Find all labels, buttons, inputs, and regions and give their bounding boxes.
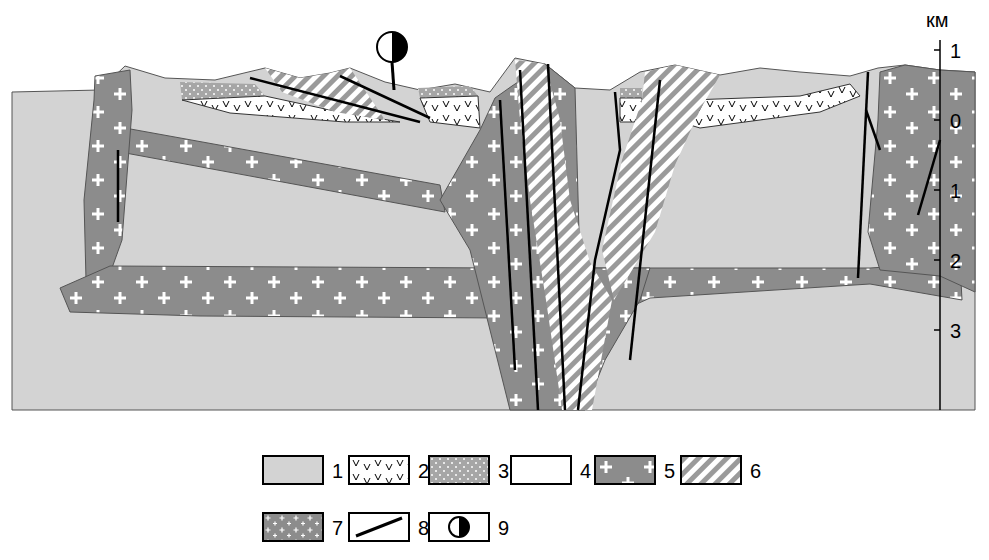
legend-swatch <box>262 455 324 485</box>
legend-swatch <box>262 512 324 542</box>
legend-number: 3 <box>498 461 509 481</box>
legend-sample <box>350 457 408 483</box>
depth-number: 0 <box>950 111 961 131</box>
legend-swatch <box>348 512 410 542</box>
legend-swatch <box>510 455 572 485</box>
legend-number: 6 <box>750 461 761 481</box>
legend-swatch <box>348 455 410 485</box>
depth-number: 1 <box>950 181 961 201</box>
legend-sample <box>430 457 488 483</box>
legend-number: 4 <box>580 461 591 481</box>
legend-number: 7 <box>332 518 343 538</box>
unit-label: км <box>926 10 949 30</box>
depth-number: 1 <box>950 41 961 61</box>
legend-sample <box>350 514 408 540</box>
legend-swatch <box>680 455 742 485</box>
intrusions <box>60 64 975 410</box>
deposit-symbol <box>377 32 407 90</box>
legend-sample <box>430 514 488 540</box>
legend-number: 5 <box>664 461 675 481</box>
legend-sample <box>682 457 740 483</box>
legend-swatch <box>428 512 490 542</box>
hatched-complex <box>265 60 720 410</box>
depth-number: 2 <box>950 251 961 271</box>
legend-swatch <box>594 455 656 485</box>
legend-number: 1 <box>332 461 343 481</box>
legend-sample <box>264 514 322 540</box>
legend-number: 9 <box>498 518 509 538</box>
depth-axis <box>934 40 940 410</box>
depth-number: 3 <box>950 321 961 341</box>
faults <box>118 64 940 410</box>
host-rocks <box>12 58 975 410</box>
legend-sample <box>596 457 654 483</box>
legend-swatch <box>428 455 490 485</box>
